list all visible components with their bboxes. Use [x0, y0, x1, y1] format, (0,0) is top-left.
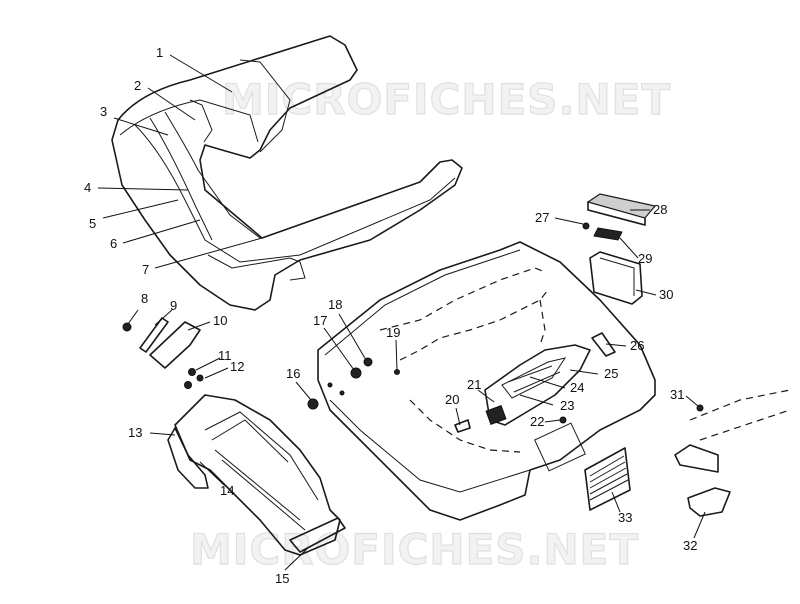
callout-21: 21: [467, 377, 481, 392]
callout-2: 2: [134, 78, 141, 93]
side-bracket: [122, 317, 204, 389]
callout-33: 33: [618, 510, 632, 525]
callout-12: 12: [230, 359, 244, 374]
small-screw: [559, 416, 567, 424]
callout-25: 25: [604, 366, 618, 381]
callout-8: 8: [141, 291, 148, 306]
callout-18: 18: [328, 297, 342, 312]
callout-15: 15: [275, 571, 289, 586]
grille: [534, 422, 631, 511]
callout-10: 10: [213, 313, 227, 328]
callouts: 1 2 3 4 5 6 7 8 9 10 11 12 13 14 15 16 1…: [84, 45, 697, 586]
callout-26: 26: [630, 338, 644, 353]
callout-7: 7: [142, 262, 149, 277]
callout-31: 31: [670, 387, 684, 402]
callout-4: 4: [84, 180, 91, 195]
callout-29: 29: [638, 251, 652, 266]
callout-13: 13: [128, 425, 142, 440]
callout-1: 1: [156, 45, 163, 60]
callout-32: 32: [683, 538, 697, 553]
callout-3: 3: [100, 104, 107, 119]
callout-23: 23: [560, 398, 574, 413]
leader-lines: [97, 54, 706, 571]
hardware: [307, 357, 400, 410]
dash-panel: [484, 344, 591, 426]
callout-11: 11: [218, 348, 232, 363]
callout-14: 14: [220, 483, 234, 498]
storage-box: [582, 193, 657, 305]
callout-20: 20: [445, 392, 459, 407]
callout-6: 6: [110, 236, 117, 251]
callout-30: 30: [659, 287, 673, 302]
front-body: [317, 241, 656, 521]
callout-22: 22: [530, 414, 544, 429]
callout-17: 17: [313, 313, 327, 328]
callout-5: 5: [89, 216, 96, 231]
callout-28: 28: [653, 202, 667, 217]
seat-assembly: [111, 35, 463, 311]
watermark-bottom: MICROFICHES.NET: [190, 525, 639, 574]
watermark-top: MICROFICHES.NET: [222, 75, 671, 124]
callout-9: 9: [170, 298, 177, 313]
callout-16: 16: [286, 366, 300, 381]
callout-27: 27: [535, 210, 549, 225]
callout-19: 19: [386, 325, 400, 340]
callout-24: 24: [570, 380, 584, 395]
side-panel: [167, 394, 346, 556]
rear-bracket: [674, 389, 791, 517]
clip-part: [591, 332, 616, 357]
small-bracket: [454, 419, 471, 433]
